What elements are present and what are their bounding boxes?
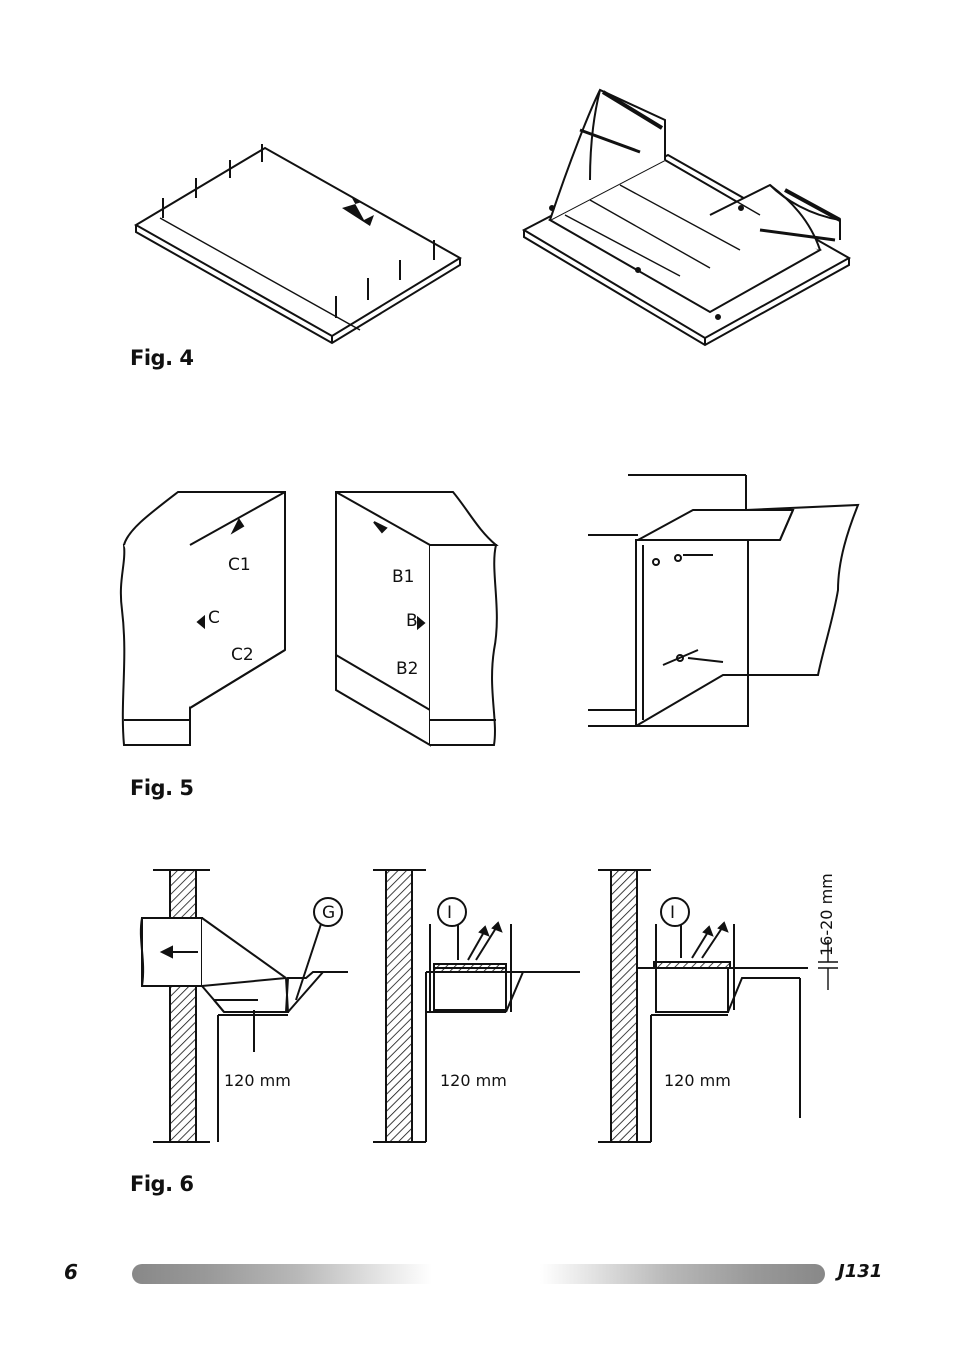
fig6-panel-right: I 16-20 mm 120 mm bbox=[598, 869, 838, 1143]
fig5-cabinet-middle: B1 B B2 bbox=[335, 491, 499, 747]
label-b2: B2 bbox=[396, 659, 418, 679]
fig6-caption: Fig. 6 bbox=[130, 1172, 194, 1196]
label-g: G bbox=[322, 903, 335, 923]
footer-gradient-bar-right bbox=[540, 1264, 825, 1284]
label-i-middle: I bbox=[447, 903, 452, 923]
fig5-caption: Fig. 5 bbox=[130, 776, 194, 800]
page-number: 6 bbox=[64, 1260, 78, 1284]
label-b: B bbox=[406, 611, 418, 631]
dim-middle: 120 mm bbox=[440, 1071, 507, 1090]
label-c2: C2 bbox=[231, 645, 254, 665]
model-code: J131 bbox=[838, 1261, 883, 1282]
fig4-caption: Fig. 4 bbox=[130, 346, 194, 370]
fig4-hood-cutaway bbox=[521, 88, 852, 347]
dim-gap: 16-20 mm bbox=[817, 873, 836, 956]
fig6-panel-left: G 120 mm bbox=[139, 869, 348, 1143]
footer-gradient-bar-left bbox=[132, 1264, 432, 1284]
fig4-board bbox=[134, 144, 462, 345]
label-b1: B1 bbox=[392, 567, 414, 587]
fig6-panel-middle: I 120 mm bbox=[373, 869, 580, 1143]
label-c1: C1 bbox=[228, 555, 251, 575]
dim-right: 120 mm bbox=[664, 1071, 731, 1090]
direction-arrow-icon bbox=[342, 198, 374, 226]
fig5-illustration: C1 C C2 B1 B B2 bbox=[118, 470, 863, 750]
fig6-illustration: G 120 mm I bbox=[128, 860, 863, 1150]
fig5-installed-hood bbox=[588, 474, 860, 727]
fig5-cabinet-left: C1 C C2 bbox=[119, 491, 286, 746]
dim-left: 120 mm bbox=[224, 1071, 291, 1090]
label-i-right: I bbox=[670, 903, 675, 923]
fig4-illustration bbox=[120, 80, 860, 350]
label-c: C bbox=[208, 608, 220, 628]
